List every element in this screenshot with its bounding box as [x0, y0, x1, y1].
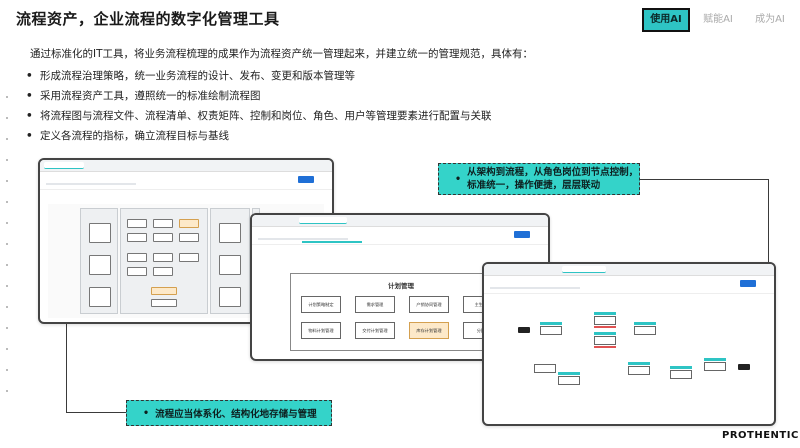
list-item: •将流程图与流程文件、流程清单、权责矩阵、控制和岗位、角色、用户等管理要素进行配… — [26, 110, 492, 122]
connector-line-right-v — [768, 179, 769, 263]
window-toolbar — [40, 172, 332, 190]
plan-node-highlighted: 库存计划管理 — [409, 322, 449, 339]
ai-tab-group: 使用AI 赋能AI 成为AI — [642, 8, 794, 32]
window-tab — [44, 162, 84, 169]
window-toolbar — [252, 227, 548, 245]
connector-line-right — [640, 179, 768, 180]
list-item: •形成流程治理策略，统一业务流程的设计、发布、变更和版本管理等 — [26, 70, 355, 82]
window-button — [298, 176, 314, 183]
window-button — [514, 231, 530, 238]
side-decoration — [6, 96, 10, 411]
callout-bottom: • 流程应当体系化、结构化地存储与管理 — [126, 400, 332, 426]
window-button — [740, 280, 756, 287]
plan-node: 计划策略制定 — [301, 296, 341, 313]
tab-become-ai[interactable]: 成为AI — [755, 14, 785, 25]
tab-use-ai[interactable]: 使用AI — [642, 8, 690, 32]
bullet-list: •形成流程治理策略，统一业务流程的设计、发布、变更和版本管理等 •采用流程资产工… — [26, 66, 492, 146]
connector-line-left — [66, 300, 67, 412]
plan-diagram: 计划管理 计划策略制定 需求管理 产销协同管理 主生产计 物料计划管理 交付计划… — [290, 273, 512, 351]
window-tab — [562, 266, 606, 273]
flow-canvas — [494, 304, 768, 404]
window-tab-bar — [40, 160, 332, 172]
plan-title: 计划管理 — [388, 282, 414, 290]
intro-text: 通过标准化的IT工具，将业务流程梳理的成果作为流程资产统一管理起来，并建立统一的… — [30, 48, 534, 60]
window-tab-bar — [252, 215, 548, 227]
plan-node: 物料计划管理 — [301, 322, 341, 339]
brand-logo: PROTHENTIC — [722, 430, 799, 441]
connector-line-left-h — [66, 412, 126, 413]
window-tab — [299, 217, 347, 224]
window-toolbar — [484, 276, 774, 294]
process-flow-screenshot — [482, 262, 776, 426]
window-tab-bar — [484, 264, 774, 276]
plan-node: 交付计划管理 — [355, 322, 395, 339]
plan-node: 需求管理 — [355, 296, 395, 313]
page-title: 流程资产，企业流程的数字化管理工具 — [16, 10, 280, 28]
tab-empower-ai[interactable]: 赋能AI — [703, 14, 733, 25]
list-item: •采用流程资产工具，遵照统一的标准绘制流程图 — [26, 90, 261, 102]
list-item: •定义各流程的指标，确立流程目标与基线 — [26, 130, 229, 142]
callout-top: • 从架构到流程，从角色岗位到节点控制， 标准统一，操作便捷，层层联动 — [438, 163, 640, 195]
plan-node: 产销协同管理 — [409, 296, 449, 313]
